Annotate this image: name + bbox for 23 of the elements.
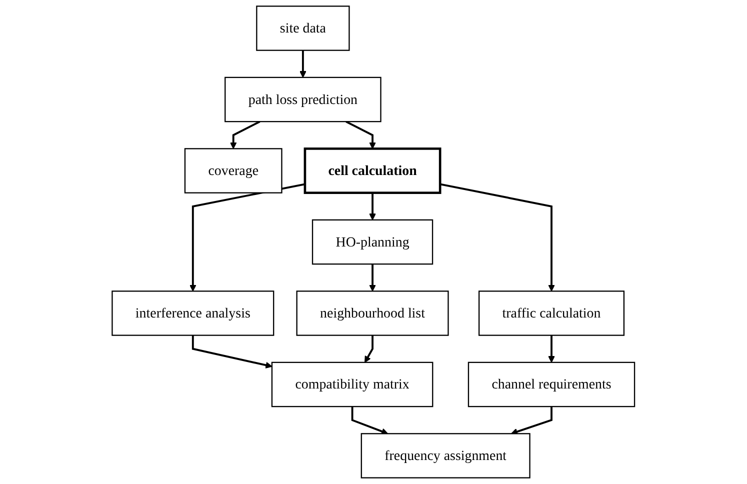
node-box: site data <box>256 6 350 51</box>
arrow <box>346 120 376 149</box>
node-box: coverage <box>184 148 282 194</box>
arrow <box>440 183 556 292</box>
node-box: path loss prediction <box>224 76 382 122</box>
node-box: compatibility matrix <box>272 362 434 408</box>
arrow <box>364 335 374 363</box>
arrow <box>230 120 260 149</box>
arrow <box>369 192 376 220</box>
node-box: HO-planning <box>312 219 434 265</box>
node-box: neighbourhood list <box>296 290 449 336</box>
arrow <box>192 335 272 368</box>
node-box: traffic calculation <box>478 290 625 336</box>
node-box: interference analysis <box>112 290 274 336</box>
node-box: channel requirements <box>468 362 636 408</box>
arrow <box>548 335 556 363</box>
node-box: frequency assignment <box>360 433 530 478</box>
arrow <box>190 183 306 292</box>
arrow <box>511 406 553 435</box>
arrow <box>351 406 388 435</box>
node-box: cell calculation <box>304 148 442 194</box>
arrow <box>369 264 376 292</box>
arrow <box>300 50 306 78</box>
